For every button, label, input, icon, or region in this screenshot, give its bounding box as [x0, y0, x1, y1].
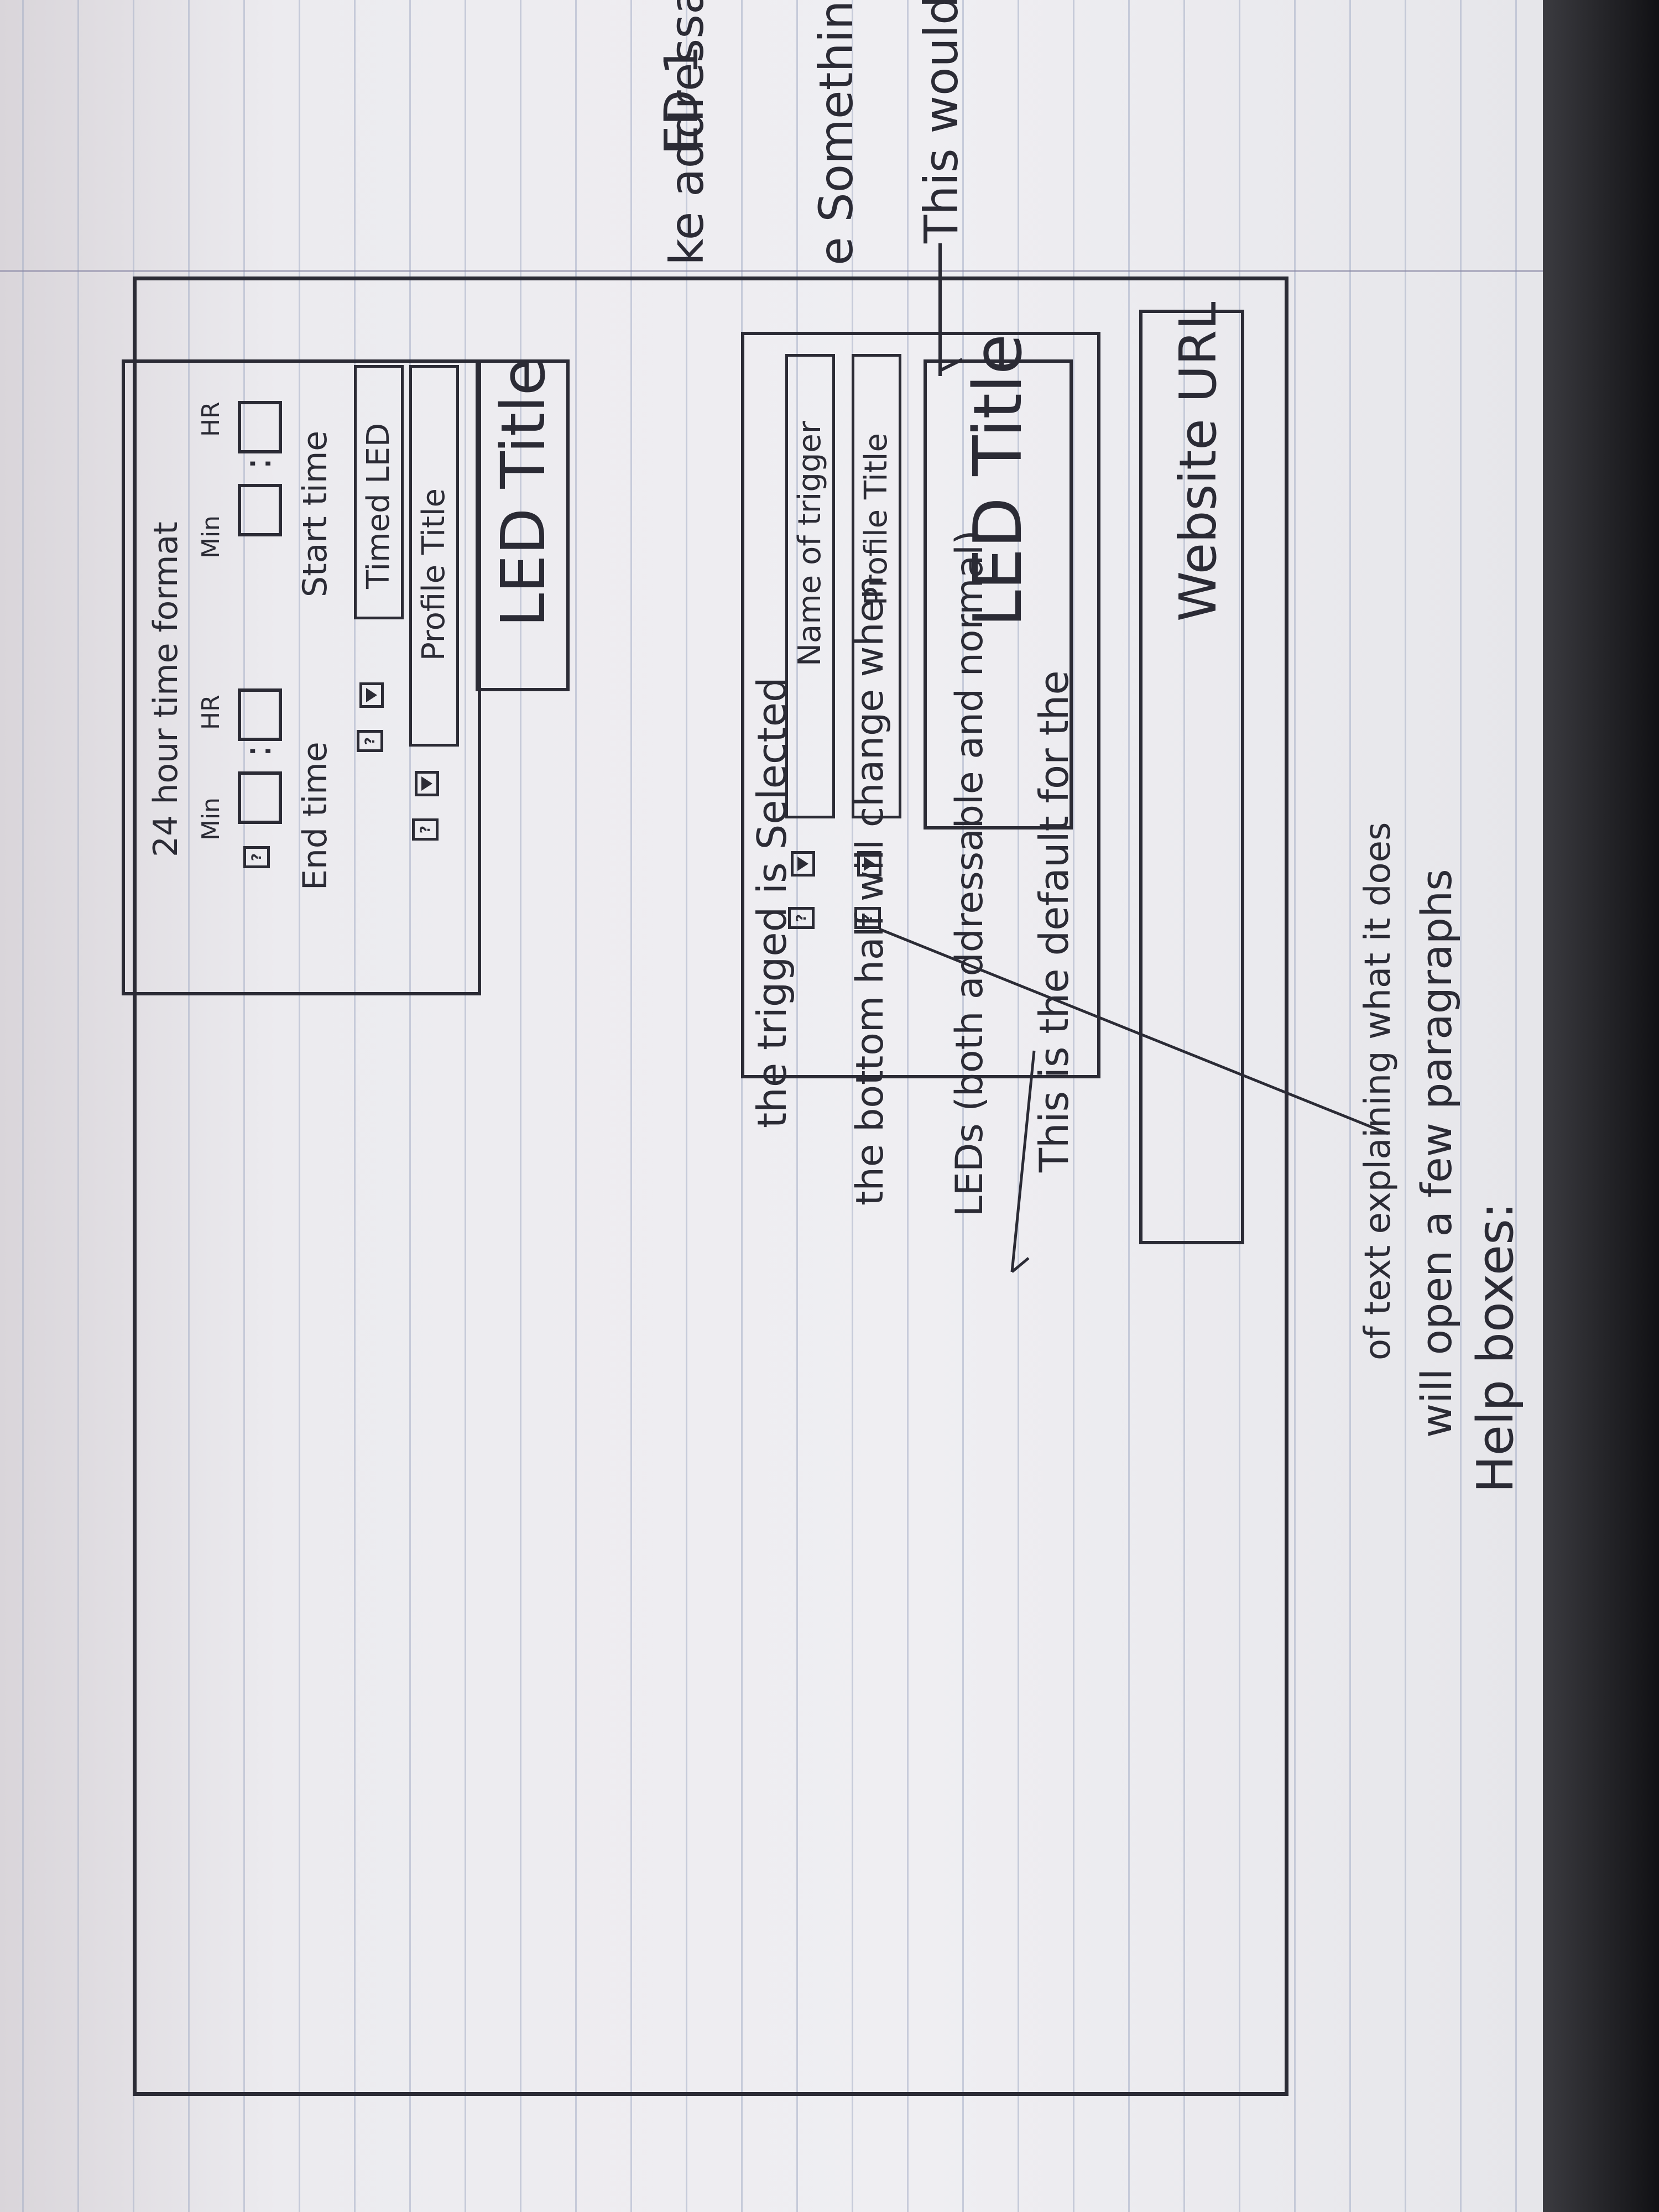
desk-background [1543, 0, 1659, 2212]
notebook-paper [0, 0, 1543, 2212]
